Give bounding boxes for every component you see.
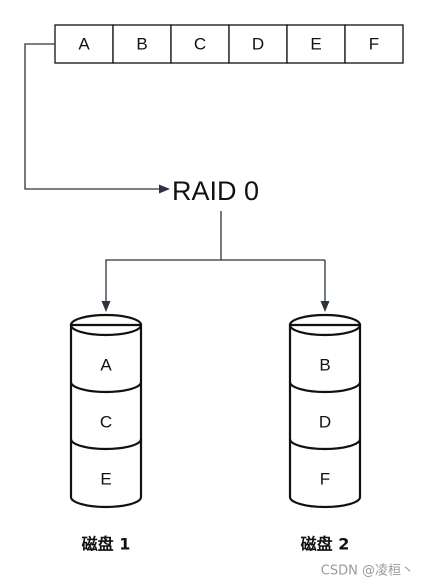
- split-to-disk1-connector: [105, 259, 325, 302]
- disk-1-top: [69, 313, 143, 337]
- disk-1-segment-a: A: [100, 356, 112, 375]
- disk-1-divider-1: [69, 381, 143, 394]
- data-stripe-row: A B C D E F: [54, 24, 404, 64]
- stripe-to-raid-connector: [24, 43, 160, 190]
- watermark-text: CSDN @凌桓丶: [321, 564, 414, 579]
- disk-2-top: [288, 313, 362, 337]
- disk-2-body: [288, 323, 362, 509]
- raid-level-label: RAID 0: [172, 176, 259, 206]
- disk-2-segment-d: D: [319, 413, 331, 432]
- disk-2-segment-b: B: [319, 356, 330, 375]
- disk-1-segment-c: C: [100, 413, 112, 432]
- disk-2: B D F: [288, 313, 362, 509]
- disk-1: A C E: [69, 313, 143, 509]
- raid-arrow-head: [159, 184, 170, 194]
- disk-1-label: 磁盘 1: [82, 535, 131, 554]
- disk-1-body: [69, 323, 143, 509]
- stripe-cell-f: [344, 24, 404, 64]
- stripe-cell-a-label: A: [78, 35, 90, 54]
- disk-1-divider-2: [69, 438, 143, 451]
- stripe-cell-b: [112, 24, 172, 64]
- stripe-cell-c: [170, 24, 230, 64]
- disk-2-segment-f: F: [320, 470, 330, 489]
- disk-2-divider-1: [288, 381, 362, 394]
- stripe-cell-e: [286, 24, 346, 64]
- disk2-arrow-head: [320, 301, 330, 312]
- disk-2-divider-2: [288, 438, 362, 451]
- stripe-cell-d-label: D: [252, 35, 264, 54]
- stripe-cell-c-label: C: [194, 35, 206, 54]
- stripe-cell-e-label: E: [310, 35, 321, 54]
- stripe-cell-f-label: F: [369, 35, 379, 54]
- disk-1-segment-e: E: [100, 470, 111, 489]
- disk1-arrow-head: [101, 301, 111, 312]
- stripe-cell-b-label: B: [136, 35, 147, 54]
- disk-2-label: 磁盘 2: [301, 535, 350, 554]
